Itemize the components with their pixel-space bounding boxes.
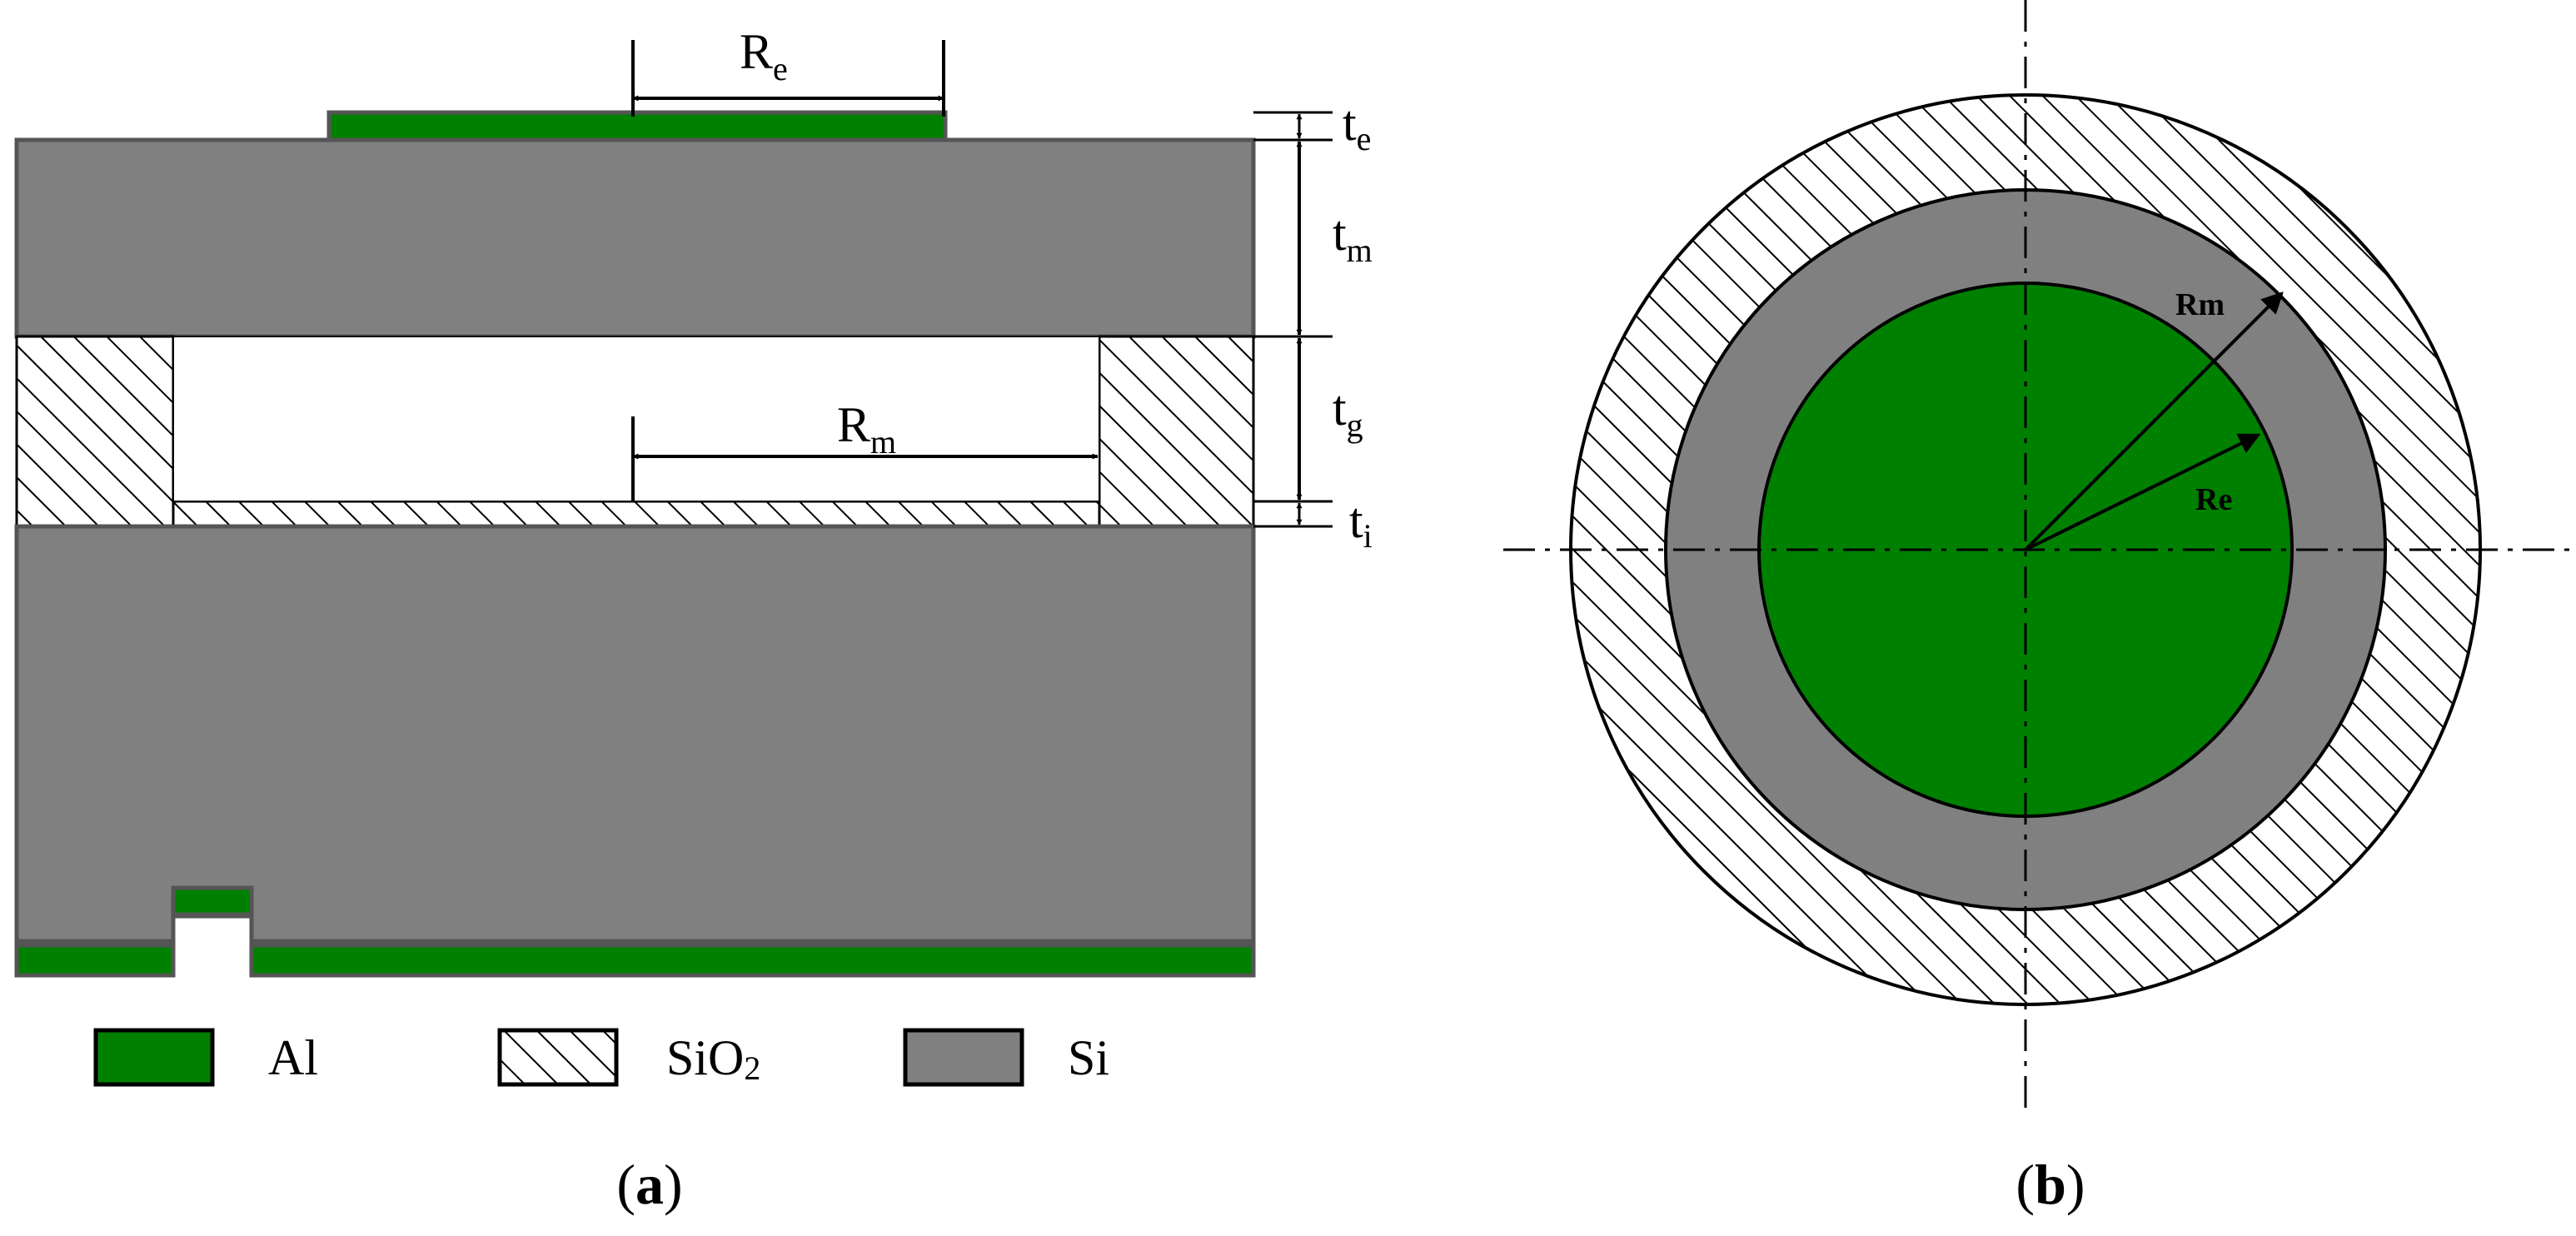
- re-radius-arrow: [2025, 433, 2261, 551]
- bottom-electrode-right: [249, 943, 1256, 978]
- silicon-membrane: [14, 137, 1256, 339]
- legend-label-si: Si: [1068, 1030, 1109, 1085]
- legend-swatch-al: [93, 1028, 215, 1087]
- legend: Al SiO2 Si: [93, 1028, 1109, 1087]
- silicon-substrate: [14, 524, 1256, 944]
- thickness-dimensions: te tm tg ti: [1253, 96, 1373, 555]
- rm-radius-label: Rm: [2175, 287, 2225, 322]
- legend-swatch-si: [903, 1028, 1024, 1087]
- re-radius-label: Re: [2195, 482, 2232, 517]
- legend-label-al: Al: [268, 1030, 318, 1085]
- oxide-wall-left: [15, 335, 175, 528]
- rm-dimension: Rm: [631, 397, 1099, 501]
- rm-radius-arrow: [2024, 292, 2284, 551]
- rm-label: Rm: [837, 397, 896, 461]
- re-label: Re: [740, 24, 788, 87]
- bottom-electrode-contact: [171, 885, 254, 917]
- vacuum-gap: [172, 336, 1100, 502]
- oxide-insulation-layer: [172, 500, 1101, 528]
- tm-label: tm: [1333, 206, 1373, 269]
- te-label: te: [1343, 96, 1371, 157]
- tg-label: tg: [1333, 381, 1363, 444]
- panel-b-top-view: Rm Re (b): [1503, 0, 2576, 1216]
- oxide-wall-right: [1098, 335, 1255, 528]
- re-dimension: Re: [631, 24, 945, 117]
- panel-b-caption: (b): [2015, 1153, 2085, 1216]
- bottom-electrode-left: [14, 943, 176, 978]
- legend-label-sio2: SiO2: [666, 1030, 760, 1087]
- panel-a-cross-section: Re Rm te tm tg ti Al: [14, 24, 1373, 1216]
- ti-label: ti: [1349, 493, 1373, 555]
- legend-swatch-sio2: [497, 1028, 619, 1087]
- panel-a-caption: (a): [616, 1153, 682, 1216]
- top-electrode: [326, 110, 948, 142]
